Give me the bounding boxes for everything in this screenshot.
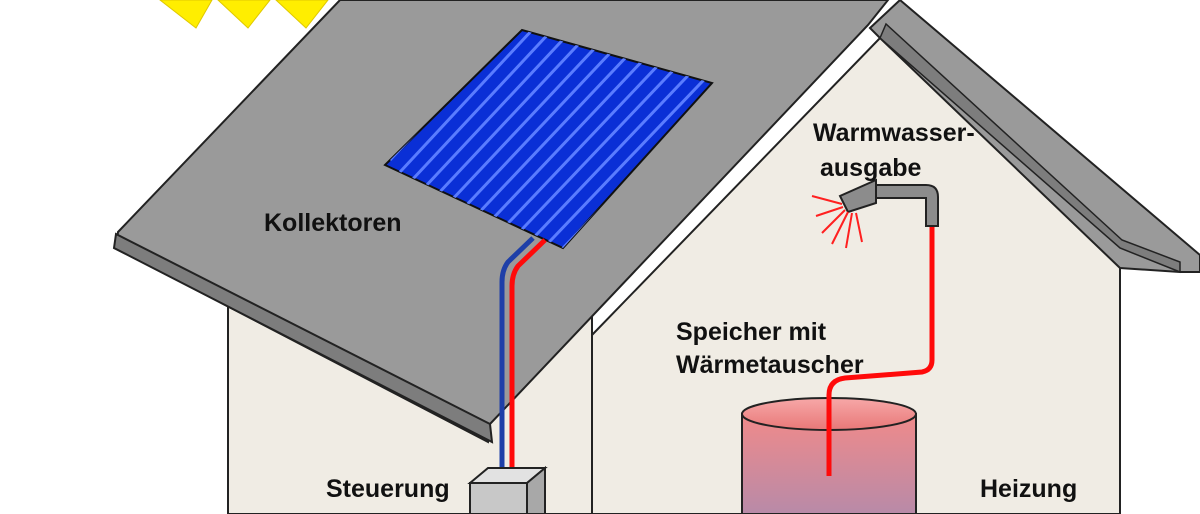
pipe-hot	[509, 238, 547, 514]
label-hot-water-line2: ausgabe	[820, 154, 922, 182]
roof-eave-right	[868, 0, 1200, 273]
house-wall-gable	[591, 36, 1121, 514]
roof-eave-right-edge	[879, 22, 1181, 274]
label-heating: Heizung	[980, 475, 1077, 503]
roof-main-edge	[112, 232, 494, 444]
sun-icon	[159, 0, 329, 29]
pipe-hot-water	[826, 226, 935, 476]
label-collectors: Kollektoren	[264, 209, 402, 237]
label-storage-line2: Wärmetauscher	[676, 351, 864, 379]
control-box	[467, 465, 548, 514]
label-control: Steuerung	[326, 475, 450, 503]
label-hot-water-line1: Warmwasser-	[813, 119, 975, 147]
shower-icon	[811, 178, 939, 249]
pipe-cold	[499, 236, 535, 514]
label-storage-line1: Speicher mit	[676, 318, 827, 346]
